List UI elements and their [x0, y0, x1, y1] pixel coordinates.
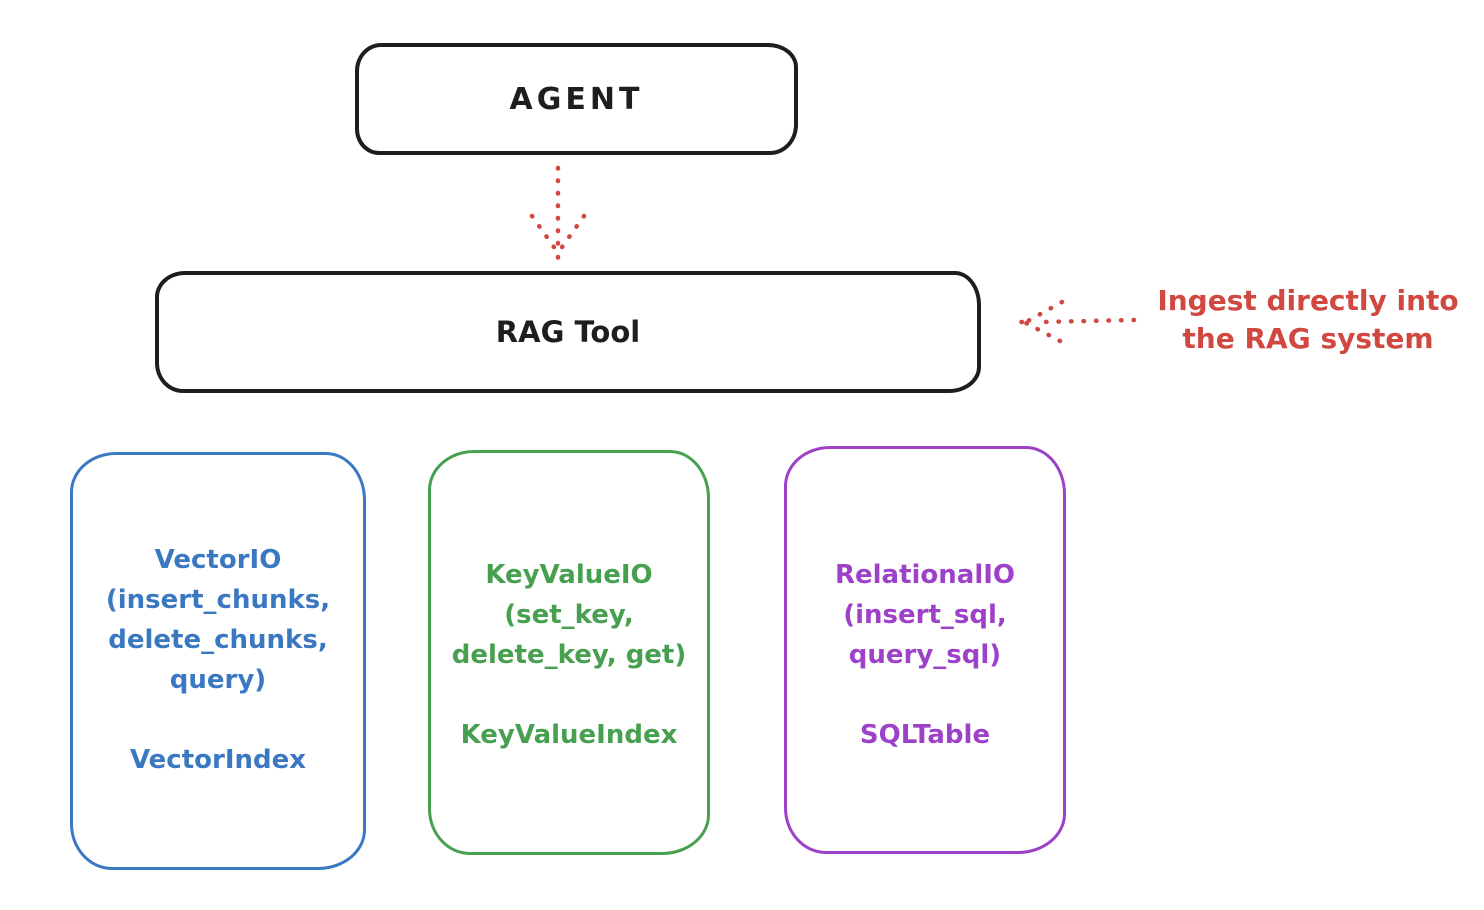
keyvalue-io-line: (set_key,: [504, 600, 634, 630]
node-rag-tool: RAG Tool: [155, 271, 981, 393]
ingest-annotation: Ingest directly into the RAG system: [1140, 282, 1476, 358]
node-rag-tool-label: RAG Tool: [495, 315, 641, 349]
relational-io-line: RelationalIO: [834, 560, 1016, 590]
node-agent-label: AGENT: [509, 81, 644, 117]
node-vector-io: VectorIO (insert_chunks, delete_chunks, …: [70, 452, 366, 870]
relational-io-line: (insert_sql,: [843, 600, 1007, 630]
node-agent: AGENT: [355, 43, 798, 155]
keyvalue-io-subtitle: KeyValueIndex: [460, 720, 678, 750]
node-keyvalue-io: KeyValueIO (set_key, delete_key, get) Ke…: [428, 450, 710, 855]
vector-io-line: (insert_chunks,: [105, 585, 331, 615]
ingest-annotation-arrow-icon: [1018, 299, 1137, 344]
vector-io-line: VectorIO: [154, 545, 282, 575]
keyvalue-io-line: KeyValueIO: [485, 560, 653, 590]
agent-to-rag-arrow-icon: [529, 165, 587, 261]
relational-io-subtitle: SQLTable: [859, 720, 991, 750]
vector-io-line: delete_chunks,: [108, 625, 328, 655]
ingest-annotation-line1: Ingest directly into: [1157, 284, 1459, 317]
node-relational-io: RelationalIO (insert_sql, query_sql) SQL…: [784, 446, 1066, 854]
ingest-annotation-line2: the RAG system: [1182, 322, 1434, 355]
keyvalue-io-line: delete_key, get): [451, 640, 687, 670]
vector-io-subtitle: VectorIndex: [129, 745, 307, 775]
vector-io-line: query): [169, 665, 267, 695]
relational-io-line: query_sql): [848, 640, 1002, 670]
